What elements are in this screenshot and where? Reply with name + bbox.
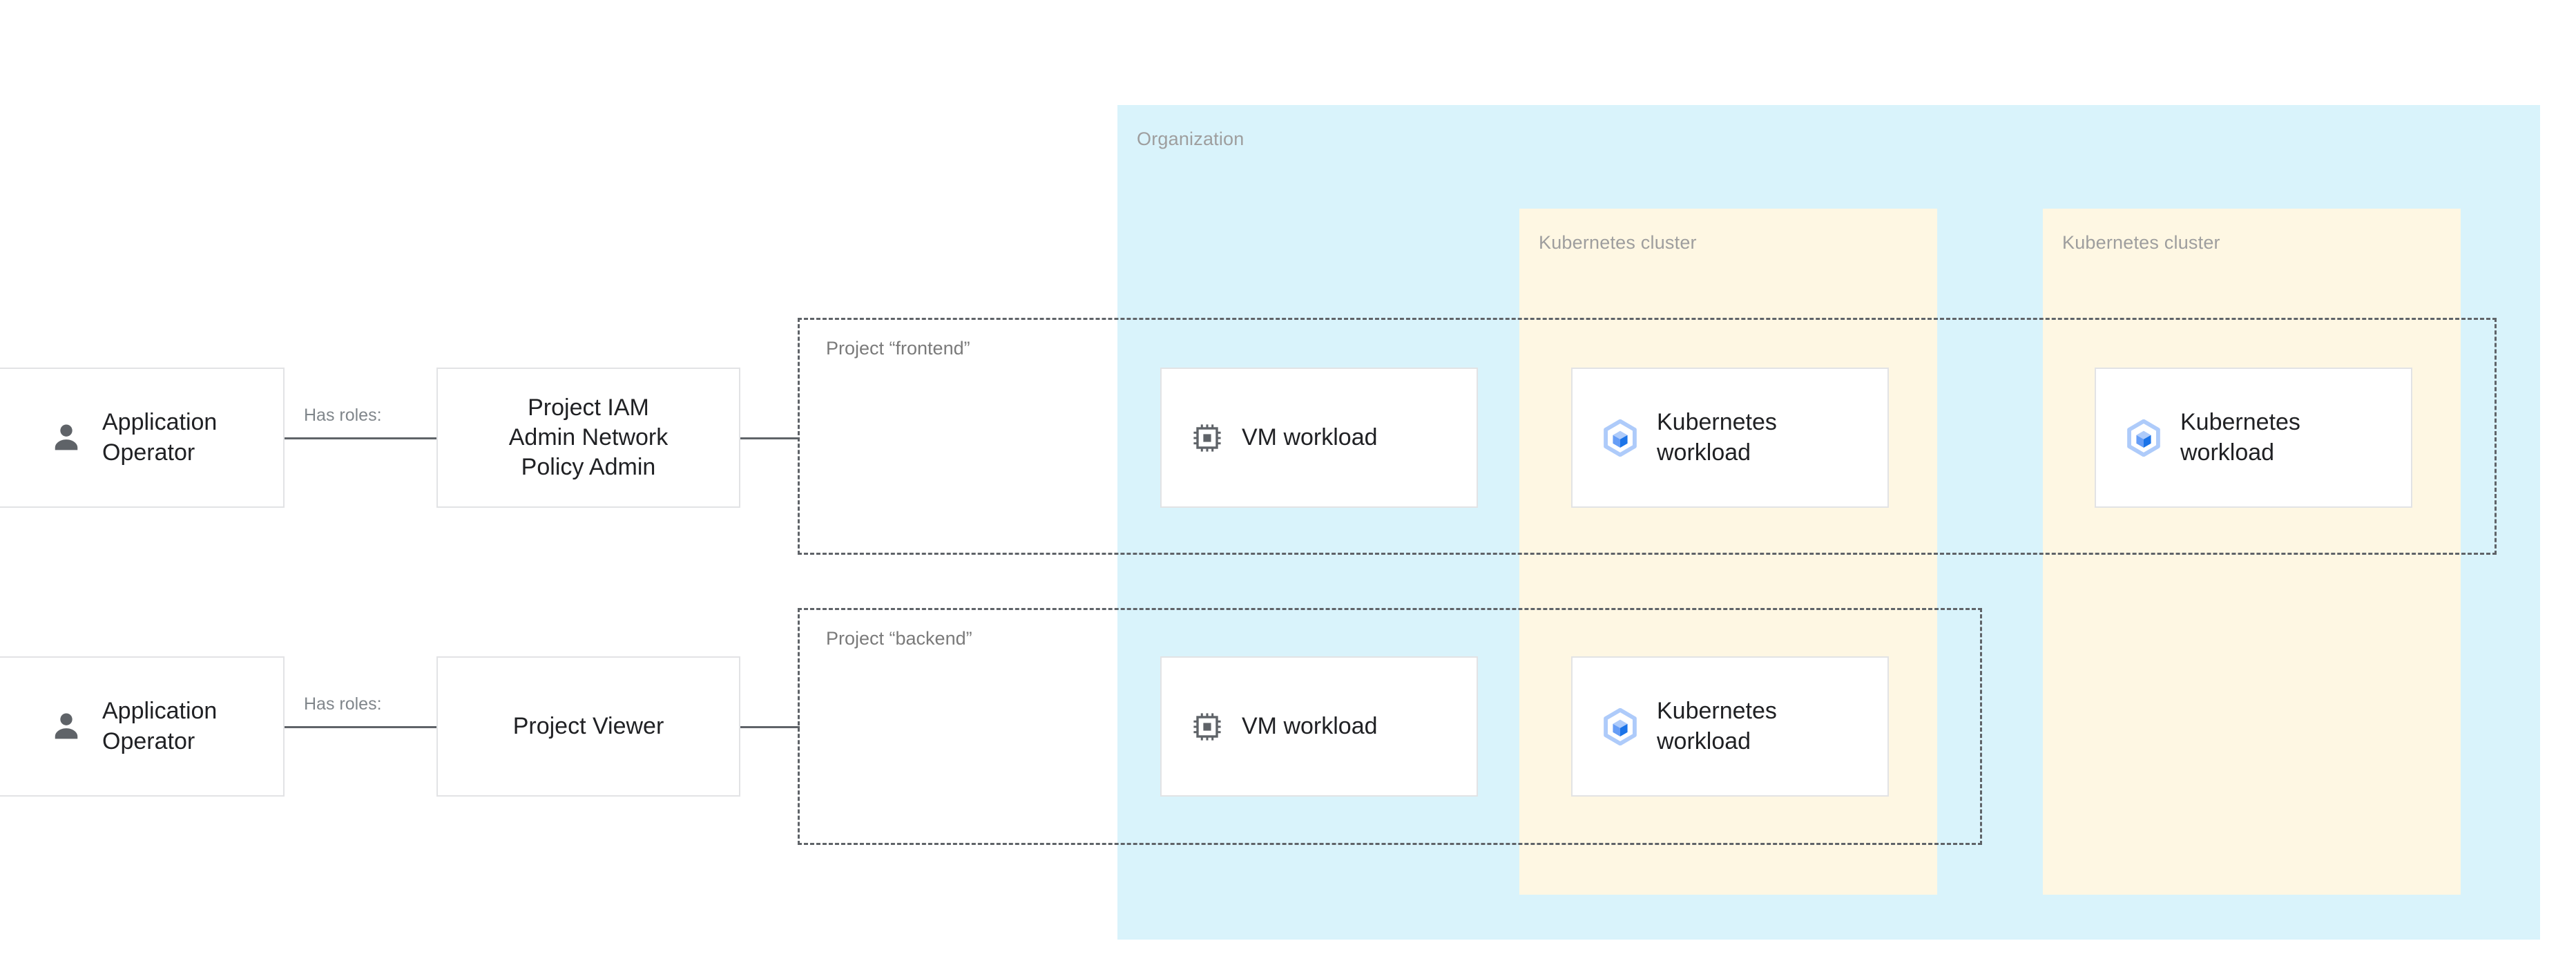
- chip-icon: [1193, 712, 1221, 741]
- workload-card-kubernetes-frontend-cluster2[interactable]: Kubernetes workload: [2095, 368, 2412, 508]
- role-label: Project Viewer: [512, 712, 664, 739]
- organization-label: Organization: [1137, 129, 1244, 149]
- actor-card-application-operator-2[interactable]: Application Operator: [0, 656, 285, 797]
- person-icon: [55, 424, 78, 450]
- kubernetes-cluster-label: Kubernetes cluster: [2062, 232, 2220, 253]
- workload-label: Kubernetes workload: [1657, 409, 1777, 466]
- workload-label: Kubernetes workload: [1657, 698, 1777, 754]
- workload-content: Kubernetes workload: [1602, 408, 1816, 467]
- workload-card-kubernetes-frontend-cluster1[interactable]: Kubernetes workload: [1571, 368, 1889, 508]
- workload-card-vm-frontend[interactable]: VM workload: [1160, 368, 1478, 508]
- kubernetes-icon: [1604, 707, 1637, 745]
- connector-role-to-project-2: [740, 726, 800, 728]
- project-label-backend: Project “backend”: [826, 628, 972, 649]
- connector-role-to-project-1: [740, 437, 800, 439]
- workload-content: VM workload: [1191, 421, 1378, 455]
- kubernetes-icon: [1604, 419, 1637, 457]
- kubernetes-icon: [2127, 419, 2160, 457]
- actor-label: Application Operator: [102, 698, 218, 754]
- project-boundary-frontend: Project “frontend”: [798, 318, 2497, 555]
- actor-card-application-operator-1[interactable]: Application Operator: [0, 368, 285, 508]
- connector-actor-to-role-1: [285, 437, 438, 439]
- person-icon: [55, 713, 78, 739]
- connector-label-has-roles-1: Has roles:: [304, 406, 382, 425]
- kubernetes-cluster-zone-2: Kubernetes cluster: [2043, 209, 2461, 895]
- role-card-project-viewer[interactable]: Project Viewer: [436, 656, 740, 797]
- workload-label: VM workload: [1242, 712, 1378, 739]
- role-label: Project IAM Admin Network Policy Admin: [508, 394, 669, 481]
- actor-content: Application Operator: [48, 696, 247, 756]
- actor-content: Application Operator: [48, 408, 247, 467]
- workload-content: VM workload: [1191, 710, 1378, 743]
- project-label-frontend: Project “frontend”: [826, 338, 970, 359]
- workload-card-vm-backend[interactable]: VM workload: [1160, 656, 1478, 797]
- workload-content: Kubernetes workload: [2125, 408, 2339, 467]
- workload-label: Kubernetes workload: [2180, 409, 2300, 466]
- role-card-project-iam-admin[interactable]: Project IAM Admin Network Policy Admin: [436, 368, 740, 508]
- workload-card-kubernetes-backend-cluster1[interactable]: Kubernetes workload: [1571, 656, 1889, 797]
- kubernetes-cluster-label: Kubernetes cluster: [1539, 232, 1697, 253]
- connector-actor-to-role-2: [285, 726, 438, 728]
- workload-content: Kubernetes workload: [1602, 696, 1816, 756]
- actor-label: Application Operator: [102, 409, 218, 466]
- connector-label-has-roles-2: Has roles:: [304, 694, 382, 714]
- workload-label: VM workload: [1242, 424, 1378, 450]
- chip-icon: [1193, 424, 1221, 452]
